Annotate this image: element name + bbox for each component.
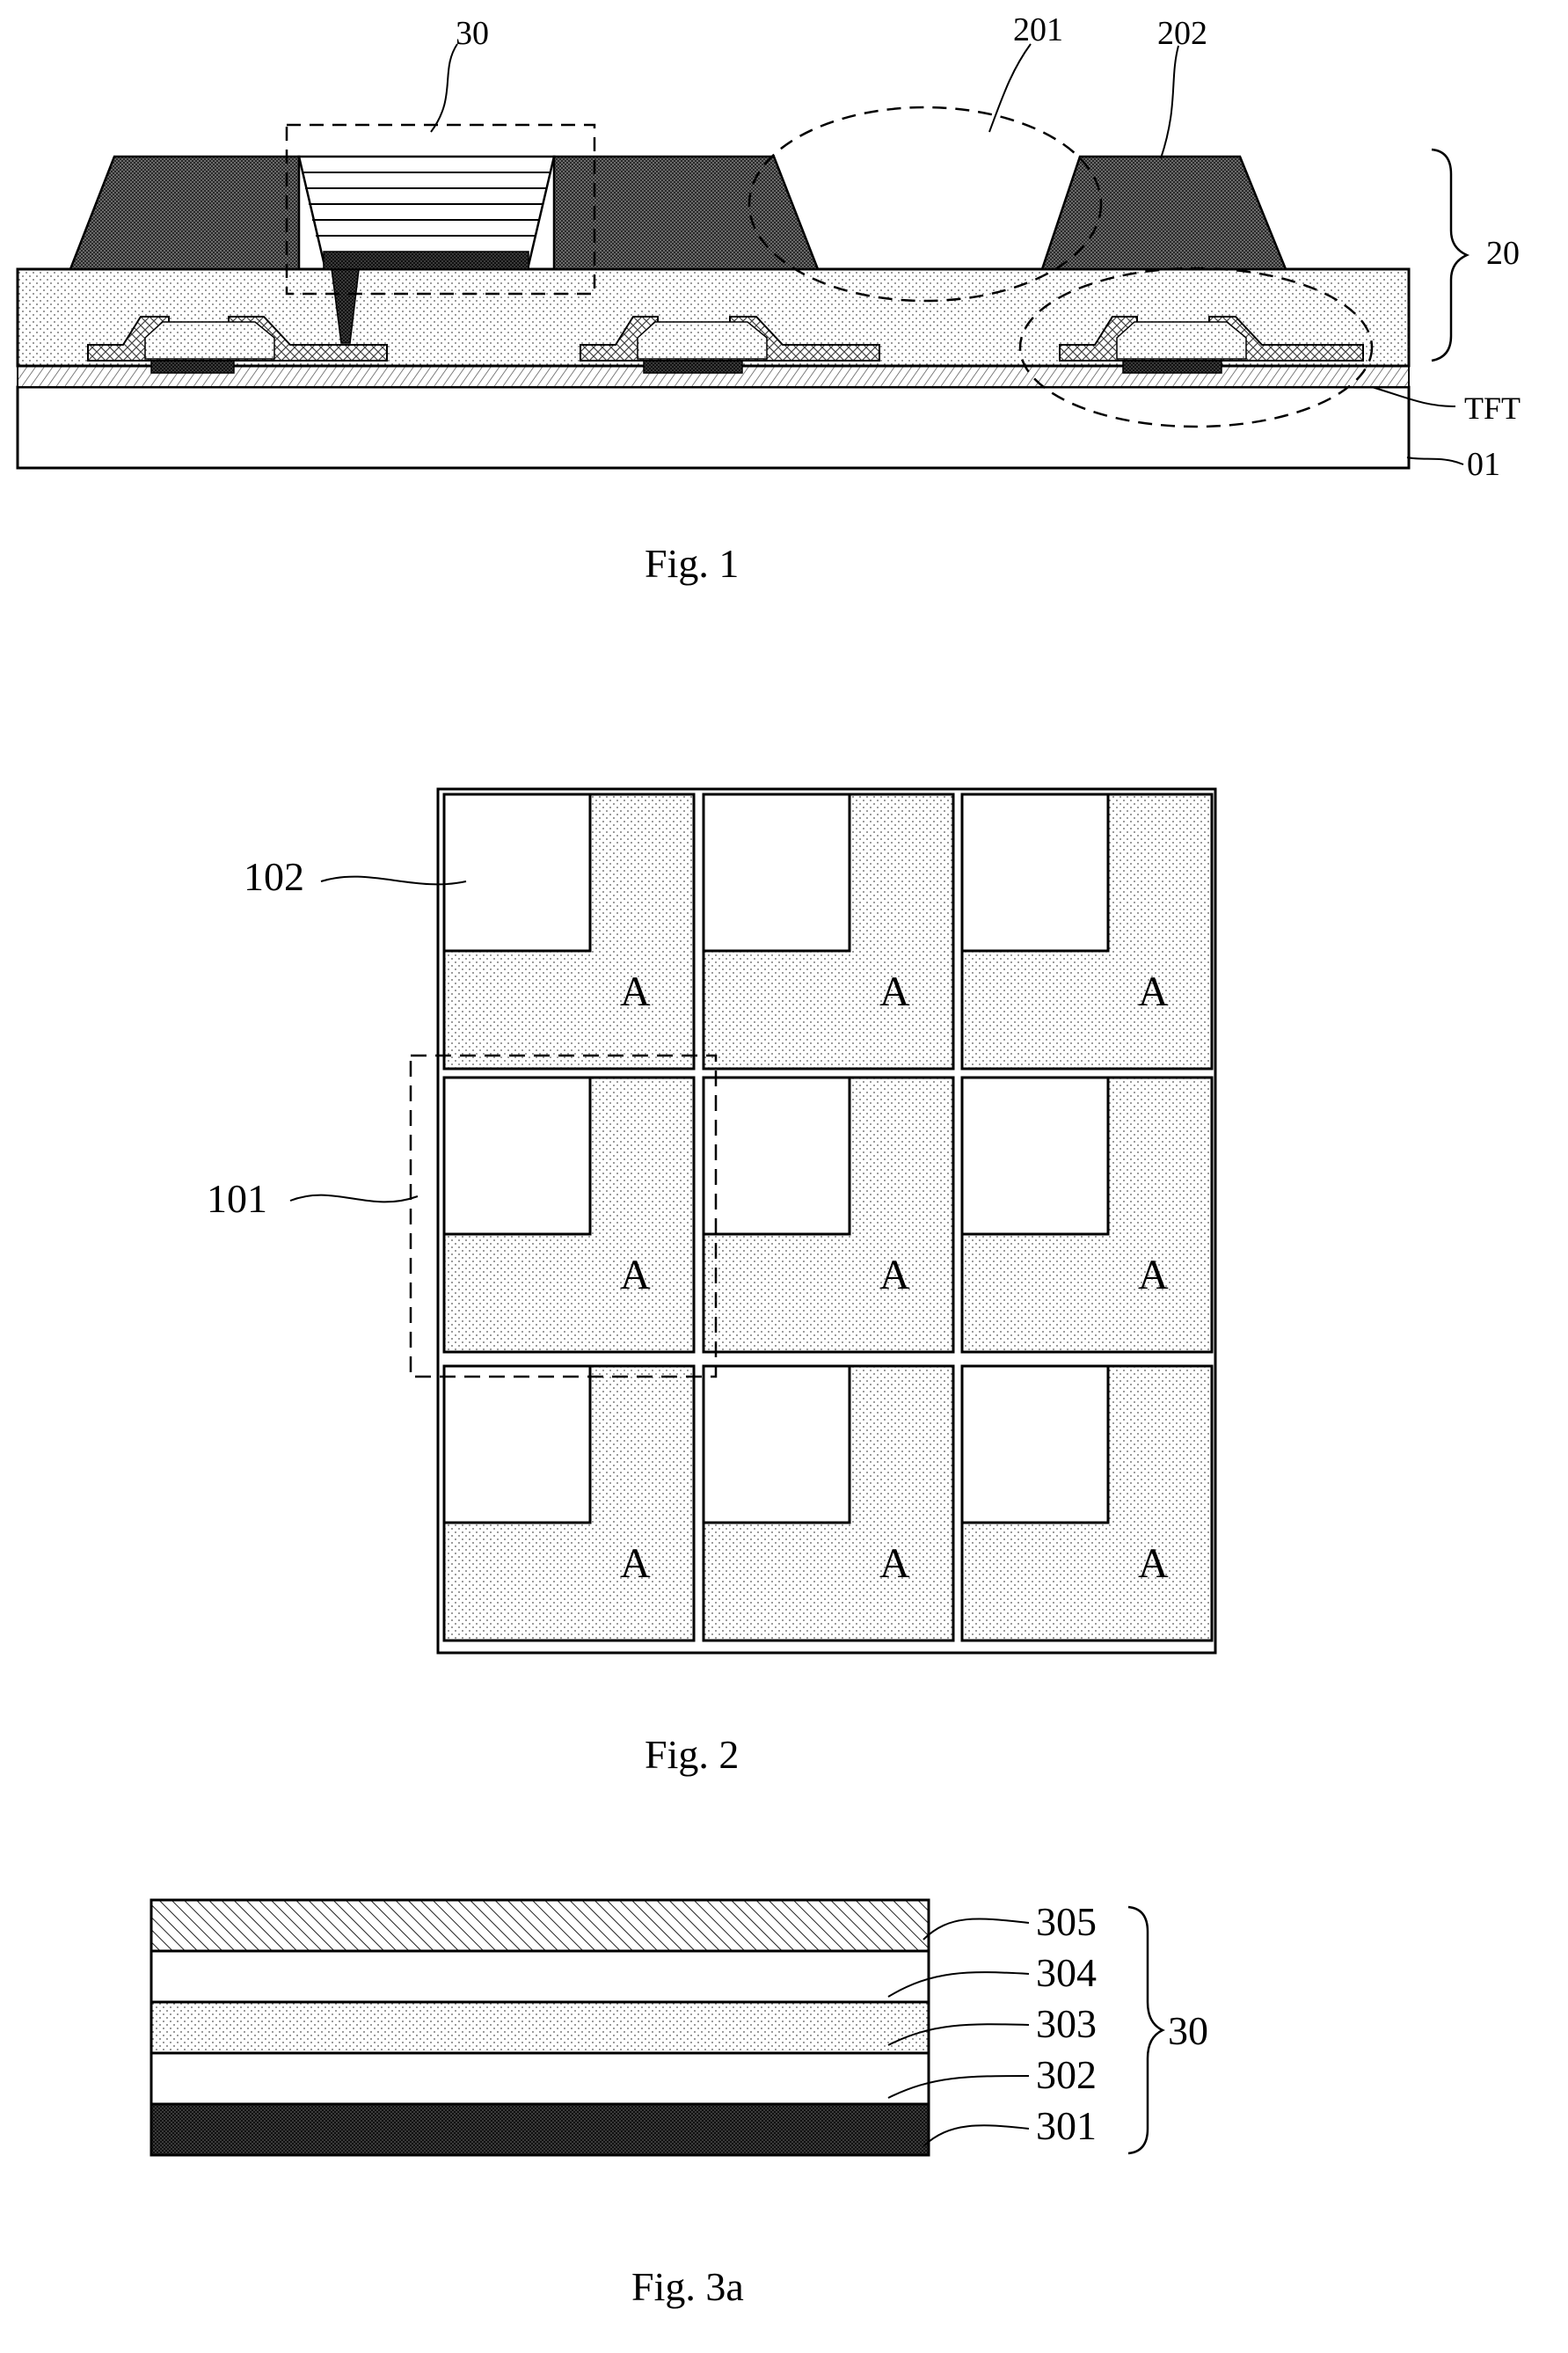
pixel-opening <box>704 794 850 951</box>
label-305: 305 <box>1036 1899 1097 1944</box>
leader-202 <box>1161 46 1178 158</box>
pixel-cell-1-1: A <box>444 794 694 1069</box>
layer-303 <box>151 2002 929 2053</box>
pixel-cell-3-1: A <box>444 1366 694 1641</box>
cell-label-a: A <box>1138 968 1169 1015</box>
label-30: 30 <box>456 15 489 52</box>
pixel-opening <box>962 794 1108 951</box>
cell-label-a: A <box>620 968 651 1015</box>
pixel-cell-1-3: A <box>962 794 1212 1069</box>
layer-305 <box>151 1900 929 1951</box>
pixel-opening <box>444 1366 590 1523</box>
cell-label-a: A <box>1138 1540 1169 1587</box>
label-01: 01 <box>1467 446 1500 483</box>
fig3a: 305 304 303 302 301 30 Fig. 3a <box>151 1899 1208 2309</box>
pixel-opening <box>444 794 590 951</box>
pixel-cell-2-1: A <box>444 1078 694 1352</box>
label-201: 201 <box>1013 11 1063 48</box>
pixel-cell-2-2: A <box>704 1078 953 1352</box>
pixel-opening <box>962 1366 1108 1523</box>
leader-30 <box>431 44 457 132</box>
substrate-01 <box>18 387 1409 468</box>
cell-label-a: A <box>620 1252 651 1298</box>
pixel-opening <box>704 1366 850 1523</box>
pixel-cell-1-2: A <box>704 794 953 1069</box>
cell-label-a: A <box>879 1540 910 1587</box>
pixel-cell-2-3: A <box>962 1078 1212 1352</box>
label-202: 202 <box>1157 15 1207 52</box>
light-emitting-stack-fig1 <box>299 157 554 269</box>
pixel-opening <box>444 1078 590 1234</box>
label-302: 302 <box>1036 2052 1097 2097</box>
fig2: A A A A A A A A A 102 101 Fig. 2 <box>207 789 1215 1777</box>
cell-label-a: A <box>879 968 910 1015</box>
label-tft: TFT <box>1464 391 1521 426</box>
pixel-grid: A A A A A A A A A <box>444 794 1212 1641</box>
caption-fig1: Fig. 1 <box>645 541 739 586</box>
caption-fig2: Fig. 2 <box>645 1732 739 1777</box>
layer-304 <box>151 1951 929 2002</box>
layer-301 <box>151 2104 929 2155</box>
cell-label-a: A <box>1138 1252 1169 1298</box>
leader-305 <box>923 1918 1029 1940</box>
label-20: 20 <box>1486 235 1520 272</box>
cell-label-a: A <box>879 1252 910 1298</box>
caption-fig3a: Fig. 3a <box>631 2264 744 2309</box>
pixel-cell-3-3: A <box>962 1366 1212 1641</box>
label-30-fig3a: 30 <box>1168 2008 1208 2053</box>
cell-label-a: A <box>620 1540 651 1587</box>
layer-302 <box>151 2053 929 2104</box>
brace-30 <box>1128 1907 1163 2153</box>
leader-101 <box>290 1195 418 1202</box>
label-304: 304 <box>1036 1950 1097 1995</box>
label-102: 102 <box>244 854 304 899</box>
label-301: 301 <box>1036 2103 1097 2148</box>
pixel-opening <box>704 1078 850 1234</box>
leader-301 <box>923 2125 1029 2146</box>
pixel-opening <box>962 1078 1108 1234</box>
pixel-define-block-1 <box>70 157 299 269</box>
label-303: 303 <box>1036 2001 1097 2046</box>
brace-20 <box>1432 150 1467 361</box>
label-101: 101 <box>207 1176 267 1221</box>
fig1: 30 201 202 20 TFT 01 Fig. 1 <box>18 11 1521 586</box>
pixel-cell-3-2: A <box>704 1366 953 1641</box>
leader-01 <box>1407 457 1463 464</box>
